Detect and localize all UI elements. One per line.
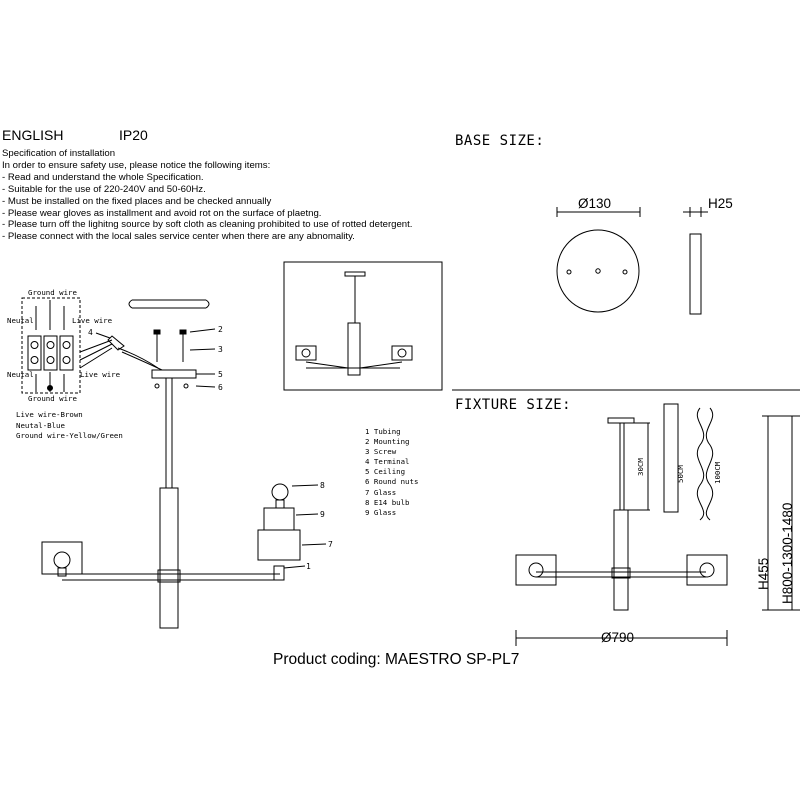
parts-list-item: 2 Mounting: [365, 437, 410, 447]
preview-frame: [283, 261, 443, 391]
base-size-title: BASE SIZE:: [455, 133, 545, 149]
callout-8: 8: [320, 481, 325, 490]
fixture-size-title: FIXTURE SIZE:: [455, 397, 572, 413]
ground-wire-label-top: Ground wire: [28, 288, 77, 297]
wire-color-legend: Live wire-Brown Neutal-Blue Ground wire-…: [16, 410, 123, 442]
glass-outer: [257, 529, 301, 561]
installation-drawing: [41, 299, 327, 629]
wiring-diagram: [21, 297, 113, 394]
spec-line: - Suitable for the use of 220-240V and 5…: [2, 183, 206, 195]
legend-line: Ground wire-Yellow/Green: [16, 431, 123, 440]
parts-list-item: 8 E14 bulb: [365, 497, 410, 507]
callout-1: 1: [306, 562, 311, 571]
live-wire-label-top: Live wire: [72, 316, 113, 325]
language-label: ENGLISH: [2, 127, 64, 143]
spec-line: In order to ensure safety use, please no…: [2, 159, 271, 171]
fixture-preview: [283, 261, 443, 391]
base-drawing: [556, 207, 708, 315]
fixture-size-drawing: [515, 403, 800, 646]
spec-line: - Please connect with the local sales se…: [2, 231, 355, 243]
base-height-label: H25: [708, 196, 733, 211]
ground-wire-label-bottom: Ground wire: [28, 394, 77, 403]
base-plate-side: [689, 233, 702, 315]
parts-list-item: 5 Ceiling: [365, 467, 406, 477]
spec-line: - Please turn off the lighitng source by…: [2, 219, 413, 231]
callout-9: 9: [320, 510, 325, 519]
parts-list-item: 7 Glass: [365, 487, 397, 497]
callout-7: 7: [328, 540, 333, 549]
neutral-label-bottom: Neutal: [7, 370, 34, 379]
spec-line: - Please wear gloves as installment and …: [2, 207, 322, 219]
parts-list-item: 9 Glass: [365, 507, 397, 517]
left-shade: [41, 541, 83, 575]
legend-line: Neutal-Blue: [16, 420, 65, 430]
parts-list: 1 Tubing 2 Mounting 3 Screw 4 Terminal 5…: [365, 427, 418, 518]
rod-50cm: [663, 403, 679, 513]
callout-2: 2: [218, 325, 223, 334]
specification-text: Specification of installation In order t…: [2, 148, 412, 243]
bulb: [271, 483, 289, 501]
parts-list-item: 1 Tubing: [365, 427, 401, 436]
chain: [696, 407, 705, 521]
callout-6: 6: [218, 383, 223, 392]
canopy: [151, 369, 197, 379]
base-diameter-label: Ø130: [578, 196, 612, 211]
ip-rating: IP20: [119, 127, 148, 143]
neutral-label-top: Neutal: [7, 316, 34, 325]
spec-line: - Must be installed on the fixed places …: [2, 195, 272, 207]
legend-line: Live wire-Brown: [16, 410, 83, 419]
callout-5: 5: [218, 370, 223, 379]
glass-inner: [263, 507, 295, 531]
callout-4: 4: [88, 328, 93, 337]
parts-list-item: 3 Screw: [365, 447, 397, 457]
parts-list-item: 4 Terminal: [365, 457, 410, 467]
live-wire-label-bottom: Live wire: [80, 370, 121, 379]
parts-list-item: 6 Round nuts: [365, 477, 419, 487]
ceiling: [128, 299, 210, 309]
body-tube: [159, 487, 179, 629]
callout-3: 3: [218, 345, 223, 354]
product-coding: Product coding: MAESTRO SP-PL7: [273, 651, 520, 668]
spec-line: - Read and understand the whole Specific…: [2, 171, 204, 183]
spec-line: Specification of installation: [2, 148, 116, 159]
base-plate-circle: [556, 229, 640, 313]
